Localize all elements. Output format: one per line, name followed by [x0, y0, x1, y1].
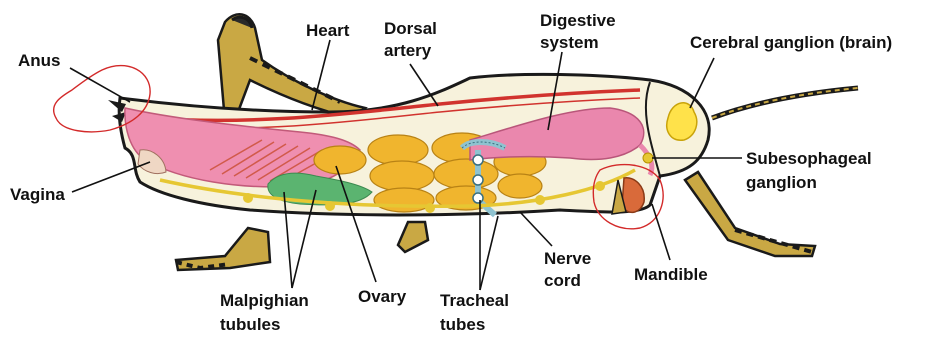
label-malpighian-line1: Malpighian: [220, 291, 309, 310]
label-vagina: Vagina: [10, 185, 65, 204]
label-subesophageal-line2: ganglion: [746, 173, 817, 192]
label-anus: Anus: [18, 51, 61, 70]
label-heart: Heart: [306, 21, 350, 40]
antenna: [712, 88, 858, 118]
label-mandible: Mandible: [634, 265, 708, 284]
label-nerve-cord-line1: Nerve: [544, 249, 591, 268]
label-cerebral-ganglion: Cerebral ganglion (brain): [690, 33, 892, 52]
label-malpighian-line2: tubules: [220, 315, 280, 334]
label-subesophageal-line1: Subesophageal: [746, 149, 872, 168]
label-nerve-cord-line2: cord: [544, 271, 581, 290]
label-dorsal-artery-line1: Dorsal: [384, 19, 437, 38]
label-dorsal-artery-line2: artery: [384, 41, 432, 60]
middle-leg: [398, 222, 428, 252]
label-digestive-line1: Digestive: [540, 11, 616, 30]
label-tracheal-line1: Tracheal: [440, 291, 509, 310]
subesophageal-ganglion: [643, 153, 653, 163]
label-tracheal-line2: tubes: [440, 315, 485, 334]
label-digestive-line2: system: [540, 33, 599, 52]
label-ovary: Ovary: [358, 287, 407, 306]
